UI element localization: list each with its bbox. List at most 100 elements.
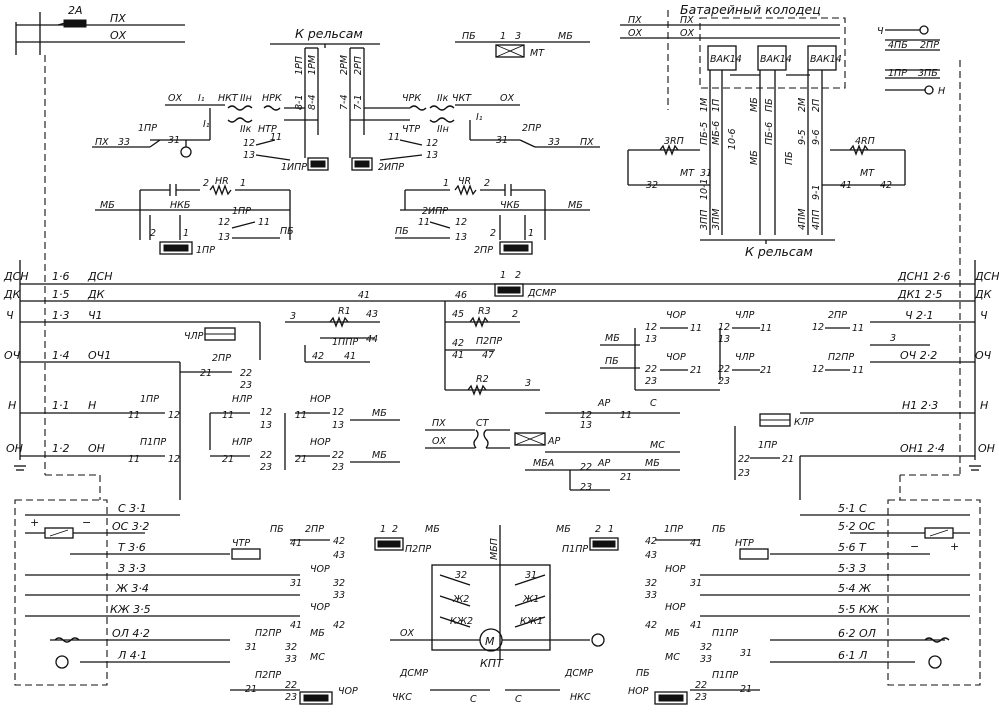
- to-rails-right-label: К рельсам: [745, 244, 813, 259]
- br-dsmr: ДСМР: [564, 668, 593, 679]
- fuse-label: 2А: [68, 4, 83, 17]
- c-23: 23: [240, 380, 252, 391]
- bw-mt-l: МТ: [680, 168, 695, 179]
- lt-1ipr: 1ИПР: [281, 162, 307, 173]
- bl-41b: 41: [290, 620, 302, 631]
- bw-4rp: 4RП: [855, 136, 875, 147]
- br-33b: 33: [700, 654, 712, 665]
- lr-p1pr: П1ПР: [140, 437, 166, 448]
- 1rm-label: 1РМ: [307, 55, 318, 75]
- bl-mb2: МБ: [310, 628, 325, 639]
- br-mb: МБ: [556, 524, 571, 535]
- rrc-mb: МБ: [568, 200, 583, 211]
- c-41a: 41: [358, 290, 370, 301]
- br-nor1: НОР: [665, 564, 686, 575]
- lt-13: 13: [243, 150, 255, 161]
- left-relays: 1ПР 11 12 П1ПР 11 12 НЛР 11 12 13 НОР 11…: [128, 394, 400, 473]
- bw-9-5: 9-5: [797, 129, 808, 145]
- lrc-12: 12: [218, 217, 230, 228]
- pair-8-4: 8-4: [307, 94, 318, 110]
- lrc-mb: МБ: [100, 200, 115, 211]
- lt-iin: IIн: [240, 93, 252, 104]
- lr-22a: 22: [260, 450, 272, 461]
- rr-chlr2: ЧЛР: [735, 352, 755, 363]
- legend-4pb: 4ПБ: [888, 40, 908, 51]
- bw-ox: ОХ: [628, 28, 642, 39]
- plus-right: +: [950, 540, 959, 553]
- center-area: 1 2 ДСМР 46 3 R1 41 43 1ППР 44 42 41 R3 …: [179, 270, 680, 500]
- c-r1: R1: [338, 306, 351, 317]
- rr-ar-23: 23: [580, 482, 592, 493]
- bus-ch-num: 1·3: [52, 309, 70, 322]
- ox-label: ОХ: [110, 29, 127, 42]
- bw-1m: 1М: [699, 98, 710, 112]
- bl-31a: 31: [290, 578, 302, 589]
- bw-10-1: 10-1: [699, 178, 710, 200]
- br-32a: 32: [645, 578, 657, 589]
- c-mba: МБА: [533, 458, 554, 469]
- bw-pb: ПБ: [764, 98, 775, 112]
- bw-31: 31: [700, 168, 712, 179]
- c-41c: 41: [452, 350, 464, 361]
- bl-mb: МБ: [425, 524, 440, 535]
- rrc-12: 12: [455, 217, 467, 228]
- pair-7-4: 7-4: [339, 94, 350, 110]
- br-43a: 43: [645, 550, 657, 561]
- bus-och-rr: ОЧ: [975, 349, 992, 362]
- to-rails-left-label: К рельсам: [295, 26, 363, 41]
- bl-33a: 33: [333, 590, 345, 601]
- rt-iik: IIк: [437, 93, 449, 104]
- bw-pb-low: ПБ: [784, 151, 795, 165]
- bl-p2pr2: П2ПР: [255, 628, 281, 639]
- c-42a: 42: [312, 351, 324, 362]
- c-1ppr: 1ППР: [332, 337, 358, 348]
- kpt-32: 32: [455, 570, 467, 581]
- bus-ch-name: Ч1: [88, 309, 103, 322]
- rr-21b: 21: [760, 365, 772, 376]
- rrc-2ipr: 2ИПР: [422, 206, 448, 217]
- lr-22b: 22: [332, 450, 344, 461]
- bus-ch-l: Ч: [6, 309, 14, 322]
- rr-12a: 12: [645, 322, 657, 333]
- lr-23a: 23: [260, 462, 272, 473]
- br-p1pr: П1ПР: [562, 544, 588, 555]
- bl-p2pr: П2ПР: [405, 544, 431, 555]
- rr-2pr: 2ПР: [828, 310, 847, 321]
- rt-chkt: ЧКТ: [452, 93, 472, 104]
- br-ol: 6·2 ОЛ: [838, 627, 876, 640]
- bw-ox2: ОХ: [680, 28, 694, 39]
- bl-oc: ОС 3·2: [112, 520, 149, 533]
- 2rp-label: 2РП: [353, 56, 364, 75]
- bw-pb5: ПБ-5: [699, 122, 710, 145]
- bus-on-num: 1·2: [52, 442, 70, 455]
- bl-2pr: 2ПР: [305, 524, 324, 535]
- kpt-kzh2: КЖ2: [450, 616, 473, 627]
- kpt-zh2: Ж2: [452, 594, 469, 605]
- br-ntr: НТР: [735, 538, 754, 549]
- bl-dsmr: ДСМР: [399, 668, 428, 679]
- bw-2p: 2П: [811, 99, 822, 112]
- legend-n: Н: [938, 86, 945, 97]
- bus-dk-name: ДК: [87, 288, 106, 301]
- bus-ch-rr: Ч: [980, 309, 988, 322]
- px-label: ПХ: [110, 12, 126, 25]
- mt-relay-group: ПБ 1 3 МБ МТ: [455, 31, 590, 59]
- c-r2: R2: [476, 374, 489, 385]
- kpt-label: КПТ: [480, 657, 504, 670]
- bw-pb6: ПБ-6: [764, 122, 775, 145]
- bus-och-r: ОЧ 2·2: [900, 349, 937, 362]
- c-mc: МС: [650, 440, 665, 451]
- rt-11: 11: [388, 132, 400, 143]
- legend-3pb: 3ПБ: [918, 68, 938, 79]
- rt-12: 12: [426, 138, 438, 149]
- rrc-11: 11: [418, 217, 430, 228]
- bl-mc: МС: [310, 652, 325, 663]
- rrc-1b: 1: [528, 228, 534, 239]
- rt-13: 13: [426, 150, 438, 161]
- lr-nlr: НЛР: [232, 394, 252, 405]
- rr-ar-22: 22: [580, 462, 592, 473]
- br-pb: ПБ: [712, 524, 726, 535]
- c-mb: МБ: [645, 458, 660, 469]
- br-kzh: 5·5 КЖ: [838, 603, 880, 616]
